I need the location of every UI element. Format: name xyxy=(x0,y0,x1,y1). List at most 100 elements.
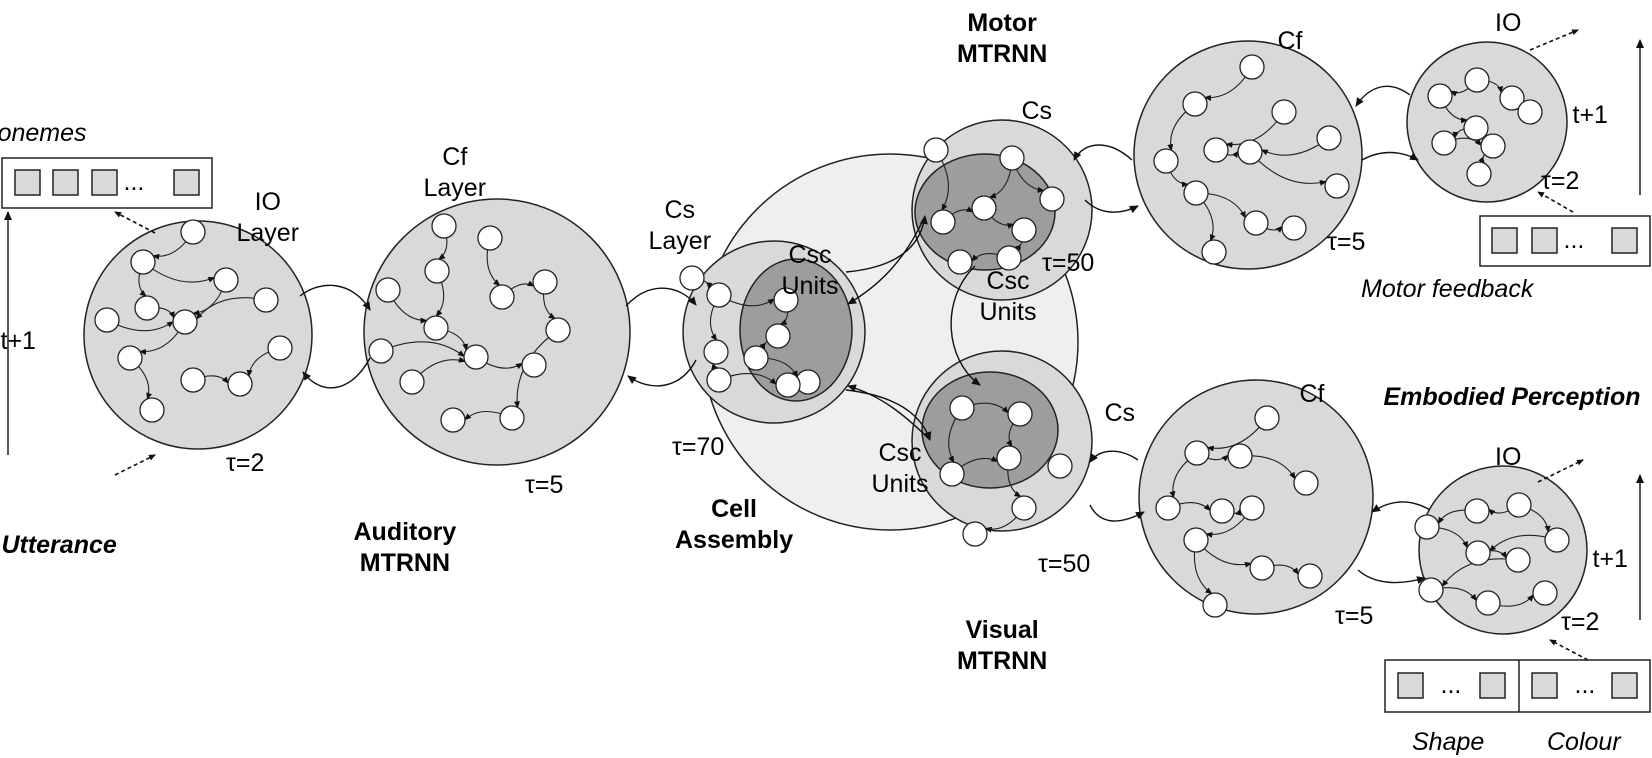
neuron-unit xyxy=(172,309,198,335)
neuron-unit xyxy=(773,287,799,313)
neuron-unit xyxy=(743,345,769,371)
colour-unit-n xyxy=(1611,672,1638,699)
visual-cf-tau: τ=5 xyxy=(1335,602,1374,630)
neuron-unit xyxy=(1184,440,1210,466)
neuron-unit xyxy=(440,407,466,433)
visual-cs-label: Cs xyxy=(1104,399,1136,427)
neuron-unit xyxy=(180,219,206,245)
phoneme-unit-1 xyxy=(14,169,41,196)
visual-io-tau: τ=2 xyxy=(1561,608,1600,636)
neuron-unit xyxy=(213,267,239,293)
neuron-unit xyxy=(1047,453,1073,479)
neuron-unit xyxy=(1316,125,1342,151)
phonemes-ellipsis: ... xyxy=(123,168,145,196)
neuron-unit xyxy=(368,338,394,364)
neuron-unit xyxy=(706,282,732,308)
motor-io-tau: τ=2 xyxy=(1541,167,1580,195)
neuron-unit xyxy=(94,307,120,333)
shape-label: Shape xyxy=(1412,728,1485,756)
auditory-time-label: t+1 xyxy=(0,327,36,355)
neuron-unit xyxy=(1209,498,1235,524)
neuron-unit xyxy=(267,335,293,361)
neuron-unit xyxy=(1011,495,1037,521)
neuron-unit xyxy=(545,317,571,343)
motor-cf-label: Cf xyxy=(1277,27,1303,55)
neuron-unit xyxy=(1271,99,1297,125)
neuron-unit xyxy=(962,521,988,547)
visual-cs-tau: τ=50 xyxy=(1038,550,1091,578)
neuron-unit xyxy=(1505,547,1531,573)
auditory-io-tau: τ=2 xyxy=(226,449,265,477)
motor-time-label: t+1 xyxy=(1572,101,1608,129)
phonemes-label: Phonemes xyxy=(0,119,87,147)
neuron-unit xyxy=(399,369,425,395)
neuron-unit xyxy=(1153,148,1179,174)
embodied-perception-label: Embodied Perception xyxy=(1383,383,1641,411)
neuron-unit xyxy=(1464,498,1490,524)
verbal-utterance-label: Verbal Utterance xyxy=(0,531,117,559)
neuron-unit xyxy=(1155,495,1181,521)
neuron-unit xyxy=(949,395,975,421)
neuron-unit xyxy=(1281,215,1307,241)
neuron-unit xyxy=(1249,555,1275,581)
neuron-unit xyxy=(463,344,489,370)
neuron-unit xyxy=(139,397,165,423)
neuron-unit xyxy=(375,277,401,303)
neuron-unit xyxy=(939,461,965,487)
phoneme-unit-2 xyxy=(52,169,79,196)
neuron-unit xyxy=(1254,405,1280,431)
neuron-unit xyxy=(117,345,143,371)
motor-cf-tau: τ=5 xyxy=(1327,228,1366,256)
neuron-unit xyxy=(1324,173,1350,199)
neuron-unit xyxy=(923,137,949,163)
neuron-unit xyxy=(996,445,1022,471)
neuron-unit xyxy=(1544,527,1570,553)
neuron-unit xyxy=(1480,133,1506,159)
neuron-unit xyxy=(227,371,253,397)
neuron-unit xyxy=(971,195,997,221)
motor-unit-1 xyxy=(1491,227,1518,254)
neuron-unit xyxy=(499,405,525,431)
neuron-unit xyxy=(1475,590,1501,616)
neuron-unit xyxy=(703,339,729,365)
neurons xyxy=(94,54,1570,618)
neuron-unit xyxy=(1464,67,1490,93)
motor-cs-tau: τ=50 xyxy=(1042,249,1095,277)
io-dashed-arrows xyxy=(114,29,1589,661)
neuron-unit xyxy=(1183,527,1209,553)
neuron-unit xyxy=(1463,115,1489,141)
neuron-unit xyxy=(253,287,279,313)
neuron-unit xyxy=(1499,85,1525,111)
neuron-unit xyxy=(1011,217,1037,243)
neuron-unit xyxy=(1297,563,1323,589)
shape-ellipsis: ... xyxy=(1440,671,1462,699)
neuron-unit xyxy=(1007,401,1033,427)
auditory-csc-units xyxy=(739,258,853,402)
motor-io-label: IO xyxy=(1495,9,1522,37)
neuron-unit xyxy=(489,284,515,310)
neuron-unit xyxy=(1203,137,1229,163)
neuron-unit xyxy=(180,367,206,393)
neuron-unit xyxy=(130,249,156,275)
visual-time-label: t+1 xyxy=(1592,545,1628,573)
auditory-io-layer xyxy=(83,220,313,450)
neuron-unit xyxy=(521,352,547,378)
motor-cs-label: Cs xyxy=(1021,97,1053,125)
neuron-unit xyxy=(999,145,1025,171)
neuron-unit xyxy=(477,225,503,251)
neuron-unit xyxy=(706,367,732,393)
neuron-unit xyxy=(134,295,160,321)
neuron-unit xyxy=(1466,161,1492,187)
phoneme-unit-n xyxy=(173,169,200,196)
neuron-unit xyxy=(424,258,450,284)
neuron-unit xyxy=(1414,514,1440,540)
neuron-unit xyxy=(1227,443,1253,469)
neuron-unit xyxy=(1431,130,1457,156)
neuron-unit xyxy=(1465,540,1491,566)
